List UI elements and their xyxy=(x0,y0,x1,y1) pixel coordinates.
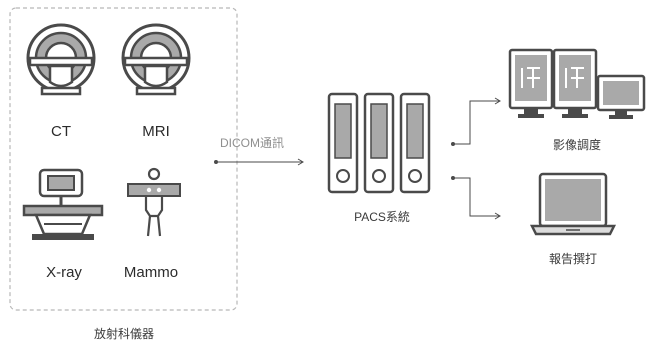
xray-label: X-ray xyxy=(46,264,82,281)
modality-group-caption: 放射科儀器 xyxy=(93,327,154,341)
viewing-label: 影像調度 xyxy=(552,138,601,152)
reporting-label: 報告撰打 xyxy=(548,252,597,266)
pacs-label: PACS系統 xyxy=(354,210,410,224)
mammo-label: Mammo xyxy=(123,264,179,281)
ct-label: CT xyxy=(51,123,71,140)
mri-label: MRI xyxy=(142,123,170,140)
pacs-server-icon xyxy=(327,92,431,194)
mri-scanner-icon xyxy=(121,23,191,96)
xray-machine-icon xyxy=(22,168,104,240)
dicom-label: DICOM通訊 xyxy=(220,136,284,150)
ct-scanner-icon xyxy=(26,23,96,96)
mammography-icon xyxy=(127,167,181,237)
reporting-laptop-icon xyxy=(529,172,617,236)
viewing-monitors-icon xyxy=(508,48,646,119)
